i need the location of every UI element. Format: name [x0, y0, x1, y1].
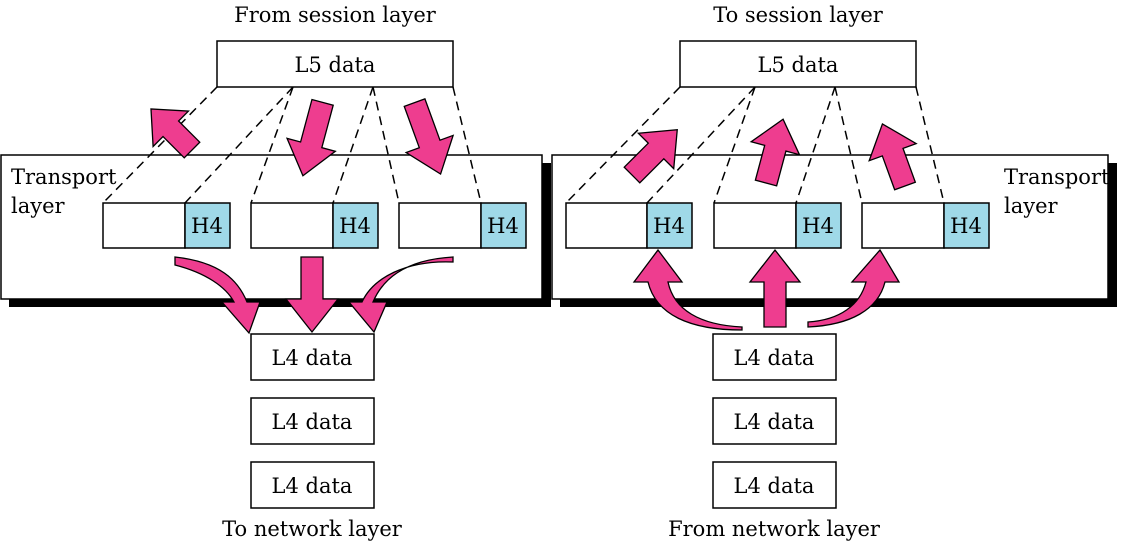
sender-segment-header-label: H4 — [339, 214, 371, 238]
sender-split-arrow — [285, 98, 337, 177]
sender-merge-arrow — [174, 256, 261, 335]
sender-transport-label-line2: layer — [11, 194, 66, 218]
sender-segment-header — [184, 202, 231, 249]
sender-segment-data — [398, 202, 482, 249]
sender-dash-line — [332, 86, 374, 204]
sender-packet-label: L4 data — [272, 410, 353, 434]
sender-side: From session layer L5 data Transport lay… — [0, 3, 551, 541]
sender-dash-line — [250, 86, 294, 204]
receiver-segment-header — [943, 202, 990, 249]
receiver-l5-label: L5 data — [758, 53, 839, 77]
receiver-segment-header-label: H4 — [802, 214, 834, 238]
receiver-packet-label: L4 data — [734, 474, 815, 498]
receiver-segment-header-label: H4 — [950, 214, 982, 238]
receiver-packet-label: L4 data — [734, 410, 815, 434]
sender-split-arrow — [403, 98, 455, 176]
sender-dash-line — [452, 86, 482, 204]
receiver-segment-data — [565, 202, 648, 249]
receiver-dash-line — [834, 86, 863, 204]
receiver-bottom-label: From network layer — [668, 517, 881, 541]
receiver-dash-line — [565, 86, 681, 204]
sender-packet-label: L4 data — [272, 474, 353, 498]
sender-transport-label-line1: Transport — [11, 165, 117, 189]
receiver-distribute-arrow — [748, 248, 802, 328]
receiver-transport-label-line2: layer — [1004, 194, 1059, 218]
sender-dash-line — [184, 86, 294, 204]
sender-dash-line — [102, 86, 218, 204]
receiver-segment-header — [646, 202, 693, 249]
receiver-reassembly-arrow — [623, 129, 678, 184]
sender-top-label: From session layer — [234, 3, 437, 27]
receiver-top-label: To session layer — [713, 3, 884, 27]
receiver-side: To session layer L5 data Transport layer… — [551, 3, 1117, 541]
receiver-distribute-arrow — [807, 248, 901, 328]
receiver-dash-line — [795, 86, 836, 204]
receiver-segment-header-label: H4 — [653, 214, 685, 238]
receiver-dash-line — [646, 86, 756, 204]
receiver-dash-line — [713, 86, 756, 204]
sender-segment-header — [480, 202, 527, 249]
sender-bottom-label: To network layer — [222, 517, 403, 541]
sender-l5-label: L5 data — [295, 53, 376, 77]
receiver-segment-data — [861, 202, 945, 249]
sender-segment-header-label: H4 — [487, 214, 519, 238]
receiver-packet — [712, 333, 837, 381]
receiver-l5-box — [679, 40, 917, 88]
sender-segment-data — [250, 202, 334, 249]
receiver-packet — [712, 397, 837, 445]
receiver-dash-line — [915, 86, 945, 204]
receiver-segment-header — [795, 202, 842, 249]
receiver-packet-label: L4 data — [734, 346, 815, 370]
receiver-reassembly-arrow — [749, 118, 801, 187]
sender-merge-arrow — [347, 256, 454, 334]
sender-segment-data — [102, 202, 186, 249]
sender-segment-header — [332, 202, 379, 249]
sender-segment-header-label: H4 — [191, 214, 223, 238]
sender-packet-label: L4 data — [272, 346, 353, 370]
receiver-segment-data — [713, 202, 797, 249]
sender-packet — [250, 333, 375, 381]
receiver-packet — [712, 461, 837, 509]
sender-packet — [250, 461, 375, 509]
sender-packet — [250, 397, 375, 445]
sender-dash-line — [372, 86, 400, 204]
receiver-reassembly-arrow — [868, 123, 918, 191]
sender-l5-box — [216, 40, 454, 88]
sender-split-arrow — [150, 108, 201, 159]
receiver-distribute-arrow — [632, 248, 743, 331]
receiver-transport-label-line1: Transport — [1004, 165, 1110, 189]
sender-merge-arrow — [284, 256, 340, 334]
